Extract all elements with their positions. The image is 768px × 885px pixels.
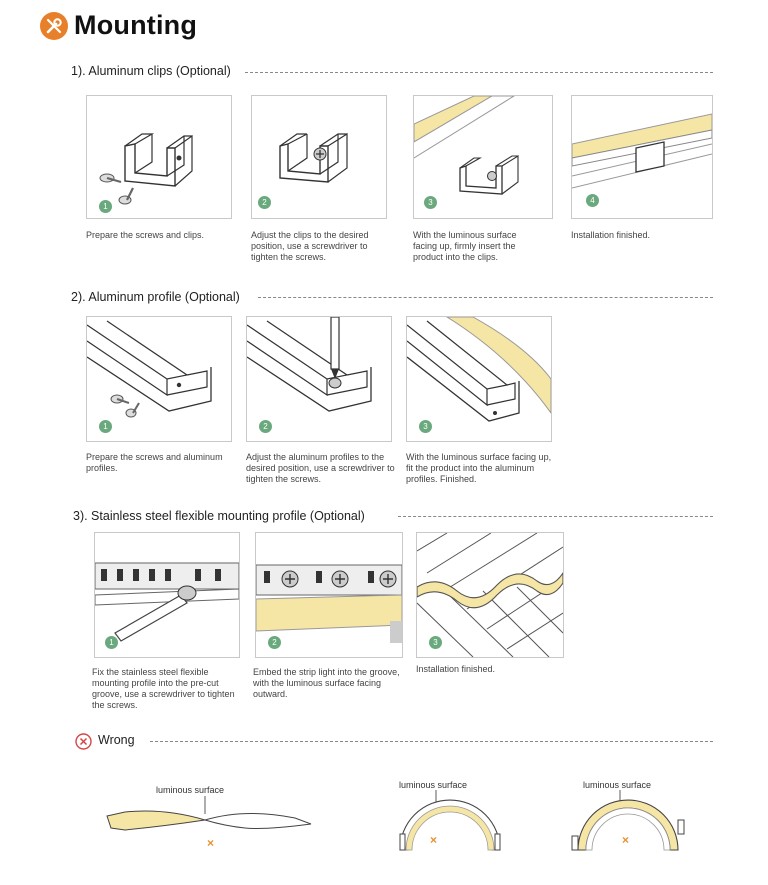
step-image-insert-product-clips: 3 [413, 95, 553, 219]
wrong-circle-icon [75, 733, 92, 750]
wrong-mark-icon: × [430, 833, 438, 847]
step-caption: Fix the stainless steel flexible mountin… [92, 667, 235, 710]
step-caption: Installation finished. [416, 664, 496, 674]
wrong-mark-icon: × [622, 833, 630, 847]
step-caption: Prepare the screws and aluminum profiles… [86, 452, 223, 473]
section-heading-aluminum-clips: 1). Aluminum clips (Optional) [71, 64, 231, 78]
step-caption: Installation finished. [571, 230, 651, 240]
wrong-example-arc-outer [570, 790, 686, 856]
step-image-prepare-screws-clips: 1 [86, 95, 232, 219]
step-caption: Prepare the screws and clips. [86, 230, 205, 240]
luminous-surface-label: luminous surface [583, 780, 652, 790]
step-image-embed-strip: 2 [255, 532, 403, 658]
step-image-stainless-finished: 3 [416, 532, 564, 658]
step-badge: 3 [424, 196, 437, 209]
section-heading-aluminum-profile: 2). Aluminum profile (Optional) [71, 290, 240, 304]
step-badge: 4 [586, 194, 599, 207]
step-badge: 1 [99, 420, 112, 433]
step-badge: 3 [419, 420, 432, 433]
step-image-fit-into-profiles: 3 [406, 316, 552, 442]
step-badge: 2 [258, 196, 271, 209]
step-caption: Embed the strip light into the groove, w… [253, 667, 400, 699]
step-badge: 1 [99, 200, 112, 213]
step-image-fix-stainless-profile: 1 [94, 532, 240, 658]
page-title: Mounting [74, 10, 198, 40]
step-image-adjust-profiles: 2 [246, 316, 392, 442]
step-caption: Adjust the clips to the desired position… [251, 230, 369, 262]
step-image-adjust-clips: 2 [251, 95, 387, 219]
wrong-label: Wrong [98, 733, 135, 747]
section-divider [398, 516, 713, 517]
step-image-prepare-screws-profiles: 1 [86, 316, 232, 442]
section-heading-stainless-profile: 3). Stainless steel flexible mounting pr… [73, 509, 365, 523]
step-caption: With the luminous surface facing up, fir… [413, 230, 517, 262]
section-divider [150, 741, 713, 742]
wrong-mark-icon: × [207, 836, 215, 850]
step-caption: Adjust the aluminum profiles to the desi… [246, 452, 395, 484]
wrong-example-arc-inner [392, 790, 508, 856]
section-divider [258, 297, 713, 298]
step-badge: 2 [259, 420, 272, 433]
step-badge: 1 [105, 636, 118, 649]
step-image-installation-finished: 4 [571, 95, 713, 219]
step-badge: 3 [429, 636, 442, 649]
step-caption: With the luminous surface facing up, fit… [406, 452, 552, 484]
luminous-surface-label: luminous surface [156, 785, 225, 795]
luminous-surface-label: luminous surface [399, 780, 468, 790]
step-badge: 2 [268, 636, 281, 649]
section-divider [245, 72, 713, 73]
tools-icon [40, 12, 68, 40]
wrong-example-twisted-strip [105, 796, 315, 836]
